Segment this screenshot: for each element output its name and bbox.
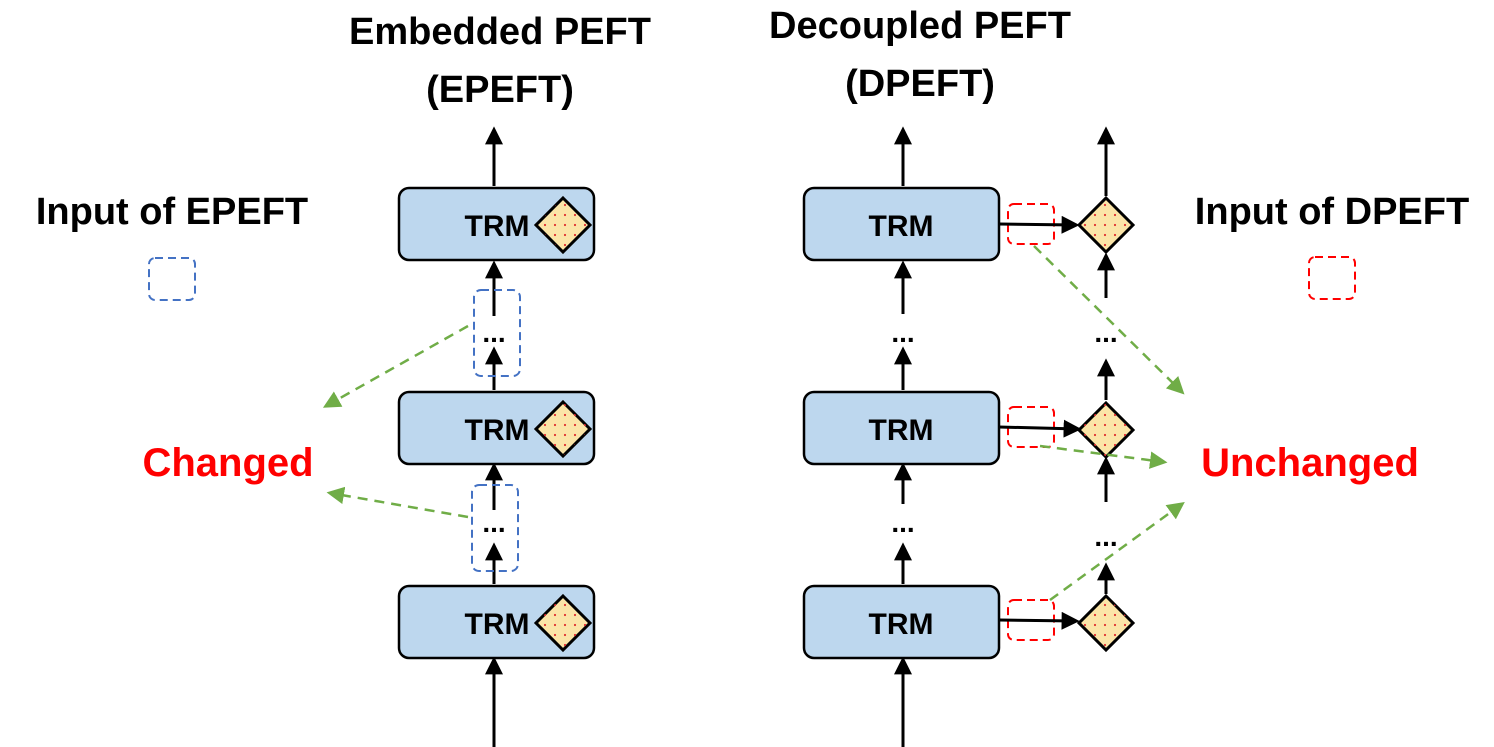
dpeft-trm-block-middle: TRM xyxy=(802,390,1001,466)
dpeft-side-arrow xyxy=(998,611,1080,630)
epeft-input-dashed-box xyxy=(471,484,519,572)
green-dashed-arrow xyxy=(1039,444,1168,469)
adapter-diamond-icon xyxy=(533,593,593,653)
trm-label: TRM xyxy=(465,210,530,243)
adapter-diamond-icon xyxy=(1076,593,1136,653)
epeft-input-label: Input of EPEFT xyxy=(36,191,308,233)
trm-label: TRM xyxy=(869,414,934,447)
unchanged-label: Unchanged xyxy=(1201,441,1419,485)
changed-label: Changed xyxy=(142,441,313,485)
dpeft-title-line2: (DPEFT) xyxy=(845,63,995,105)
epeft-trm-block-top: TRM xyxy=(397,186,596,262)
ellipsis: ... xyxy=(891,317,914,348)
ellipsis: ... xyxy=(482,507,505,538)
trm-label: TRM xyxy=(465,608,530,641)
dpeft-input-label: Input of DPEFT xyxy=(1195,191,1469,233)
adapter-diamond-icon xyxy=(1076,195,1136,255)
ellipsis: ... xyxy=(1094,317,1117,348)
ellipsis: ... xyxy=(891,507,914,538)
trm-label: TRM xyxy=(465,414,530,447)
dpeft-trm-block-top: TRM xyxy=(802,186,1001,262)
adapter-diamond-icon xyxy=(533,195,593,255)
dpeft-trm-block-bottom: TRM xyxy=(802,584,1001,660)
green-dashed-arrow xyxy=(1033,245,1185,395)
epeft-input-legend-box xyxy=(148,257,196,301)
epeft-title-line1: Embedded PEFT xyxy=(349,11,651,53)
dpeft-input-legend-box xyxy=(1308,256,1356,300)
dpeft-side-arrow xyxy=(998,215,1080,234)
dpeft-title-line1: Decoupled PEFT xyxy=(769,5,1071,47)
epeft-trm-block-bottom: TRM xyxy=(397,584,596,660)
ellipsis: ... xyxy=(1094,521,1117,552)
trm-label: TRM xyxy=(869,608,934,641)
epeft-title-line2: (EPEFT) xyxy=(426,69,574,111)
epeft-input-dashed-box xyxy=(473,289,521,377)
trm-label: TRM xyxy=(869,210,934,243)
adapter-diamond-icon xyxy=(1076,400,1136,460)
green-dashed-arrow xyxy=(1049,501,1185,602)
ellipsis: ... xyxy=(482,317,505,348)
epeft-trm-block-middle: TRM xyxy=(397,390,596,466)
dpeft-side-arrow xyxy=(998,419,1082,438)
adapter-diamond-icon xyxy=(533,399,593,459)
green-dashed-arrow xyxy=(326,486,469,519)
